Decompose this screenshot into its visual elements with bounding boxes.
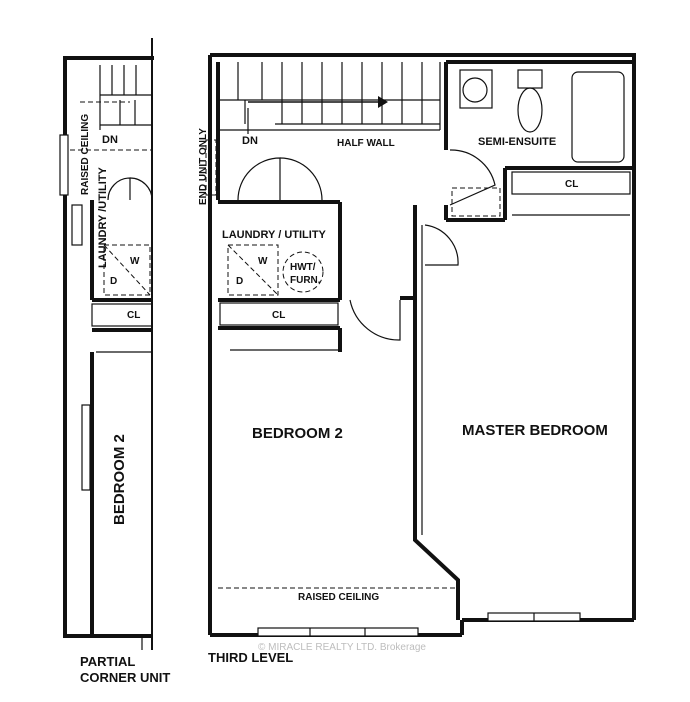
main-stairs [216,62,441,200]
left-wd-diagonal [103,244,151,296]
main-raised-ceiling-label: RAISED CEILING [298,592,379,603]
semi-ensuite-room [444,60,634,222]
left-washer-label: W [130,256,140,267]
left-raised-ceiling-label: RAISED CEILING [80,114,91,195]
center-dividing-wall [413,205,460,620]
main-washer-dryer [227,244,279,296]
laundry-utility-label: LAUNDRY / UTILITY [222,229,327,241]
left-dn-label: DN [102,134,118,146]
furn-label: FURN. [290,275,321,286]
end-unit-only-label: END UNIT ONLY [198,128,209,205]
left-window-bedroom [81,404,91,491]
left-laundry-label: LAUNDRY /UTILITY [97,167,109,268]
third-level-unit: END UNIT ONLY DN HALF WALL SEMI-ENSUITE … [198,53,636,653]
main-dryer-label: D [236,276,243,287]
main-closet-label: CL [272,310,285,321]
left-closet-label: CL [127,310,140,321]
ensuite-door [449,149,496,206]
ensuite-closet [511,171,631,195]
toilet-tank [517,69,543,89]
left-closet [91,303,153,327]
half-wall-label: HALF WALL [337,138,395,149]
hwt-label: HWT/ [290,262,316,273]
master-bedroom-label: MASTER BEDROOM [462,422,608,439]
left-window-small [71,204,83,246]
semi-ensuite-label: SEMI-ENSUITE [478,136,556,148]
left-dryer-label: D [110,276,117,287]
hwt-furnace-circle [282,251,324,293]
bathtub-icon [571,71,625,163]
toilet-icon [517,87,543,133]
main-dn-label: DN [242,135,258,147]
corner-unit-label: CORNER UNIT [80,670,170,685]
vanity-counter [459,69,493,109]
ensuite-closet-label: CL [565,179,578,190]
bottom-windows [257,612,581,637]
sink-icon [462,77,488,103]
master-bedroom-door [424,224,459,266]
end-unit-window [205,139,217,196]
partial-corner-unit: DN RAISED CEILING LAUNDRY /UTILITY W D C… [59,38,154,650]
main-washer-label: W [258,256,268,267]
left-bedroom2-label: BEDROOM 2 [111,434,128,525]
partial-label: PARTIAL [80,654,135,669]
watermark-text: © MIRACLE REALTY LTD. Brokerage [258,642,426,653]
third-level-label: THIRD LEVEL [208,650,293,665]
left-window-upper [59,134,69,196]
bedroom2-label: BEDROOM 2 [252,425,343,442]
bedroom2-door [349,299,401,341]
ensuite-tile-grid [451,187,501,217]
left-stairs [80,65,152,130]
left-laundry-door [107,177,131,201]
main-wd-diagonal [227,244,279,296]
main-closet [219,302,339,326]
main-laundry-doors [237,157,323,201]
left-laundry-door-arc [129,177,153,201]
main-outer-top-right-wall [210,53,636,620]
